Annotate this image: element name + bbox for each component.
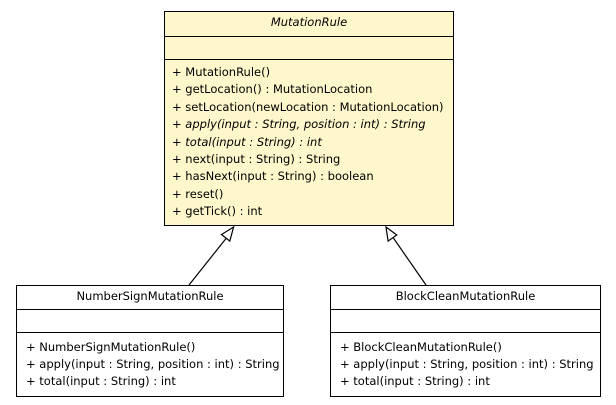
class-name-block-clean-mutation-rule: BlockCleanMutationRule <box>331 286 600 310</box>
operation-item: + hasNext(input : String) : boolean <box>172 169 374 184</box>
generalization-arrowhead-number-sign <box>220 225 235 243</box>
operation-item: + next(input : String) : String <box>172 152 341 167</box>
operations-compartment-mutation-rule: + MutationRule() + getLocation() : Mutat… <box>165 60 453 223</box>
attributes-compartment-number-sign <box>17 310 283 333</box>
operations-compartment-number-sign: + NumberSignMutationRule() + apply(input… <box>17 333 283 392</box>
operation-item: + total(input : String) : int <box>26 374 176 388</box>
operation-item: + apply(input : String, position : int) … <box>340 357 594 371</box>
class-block-clean-mutation-rule[interactable]: BlockCleanMutationRule + BlockCleanMutat… <box>330 285 601 397</box>
class-name-number-sign-mutation-rule: NumberSignMutationRule <box>17 286 283 310</box>
operation-item: + NumberSignMutationRule() <box>26 340 196 354</box>
operation-item: + getTick() : int <box>172 204 263 219</box>
generalization-line-number-sign <box>188 235 229 286</box>
generalization-line-block-clean <box>391 235 427 286</box>
operation-item: + apply(input : String, position : int) … <box>26 357 280 371</box>
generalization-arrowhead-block-clean <box>385 225 398 243</box>
operation-item-abstract: + apply(input : String, position : int) … <box>172 117 426 132</box>
operations-compartment-block-clean: + BlockCleanMutationRule() + apply(input… <box>331 333 600 392</box>
operation-item: + BlockCleanMutationRule() <box>340 340 502 354</box>
operation-item: + setLocation(newLocation : MutationLoca… <box>172 99 444 114</box>
class-name-mutation-rule: MutationRule <box>165 12 453 37</box>
attributes-compartment-block-clean <box>331 310 600 333</box>
attributes-compartment-mutation-rule <box>165 37 453 60</box>
class-mutation-rule[interactable]: MutationRule + MutationRule() + getLocat… <box>164 11 454 226</box>
operation-item: + reset() <box>172 186 224 201</box>
operation-item: + getLocation() : MutationLocation <box>172 82 373 97</box>
operation-item: + total(input : String) : int <box>340 374 490 388</box>
operation-item-abstract: + total(input : String) : int <box>172 134 322 149</box>
class-number-sign-mutation-rule[interactable]: NumberSignMutationRule + NumberSignMutat… <box>16 285 284 397</box>
operation-item: + MutationRule() <box>172 65 271 79</box>
